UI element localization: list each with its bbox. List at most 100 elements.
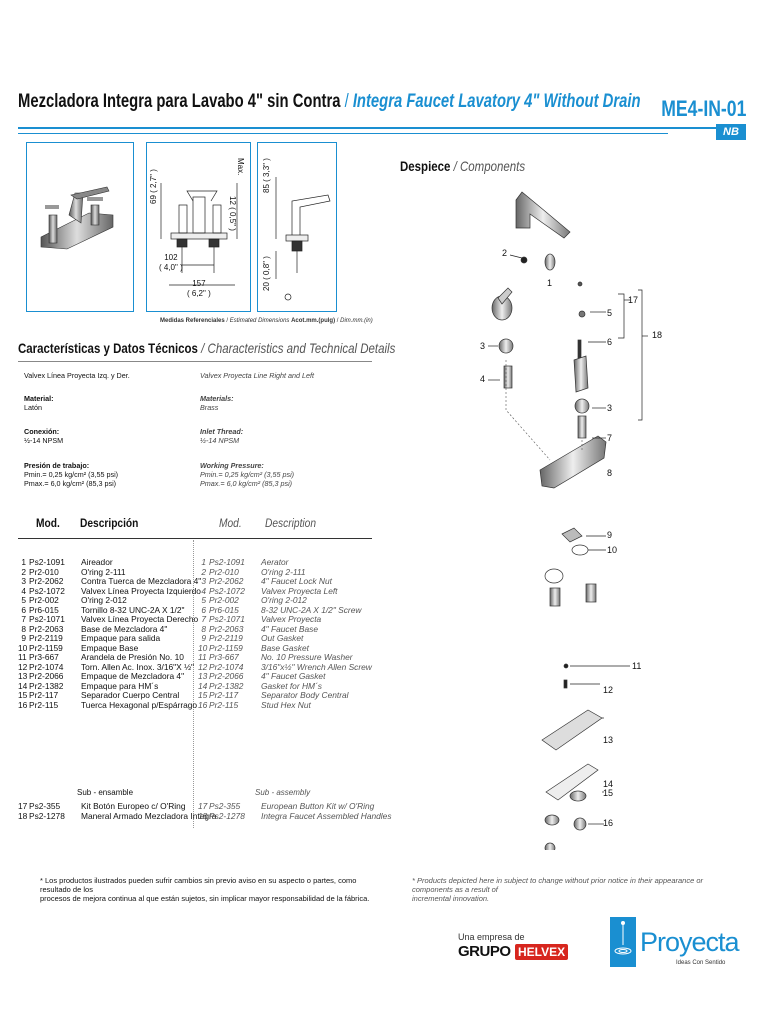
pressure-min-en: Pmin.= 0,25 kg/cm² (3,55 psi) <box>200 470 295 479</box>
part-model: Ps2-1071 <box>209 614 245 624</box>
front-view-box: 69 ( 2,7" ) Max. 12 ( 0,5" ) 102 ( 4,0" … <box>146 142 251 312</box>
part-description: Gasket for HM´s <box>261 680 322 691</box>
part-number: 3 <box>21 576 26 586</box>
part-description: Empaque para salida <box>81 633 161 643</box>
part-model: Pr3-667 <box>209 652 239 662</box>
dim-max-label: Max. <box>236 158 245 176</box>
part-number: 12 <box>18 661 28 672</box>
title-separator: / <box>340 91 353 112</box>
part-model: Ps2-1072 <box>209 585 245 596</box>
callout-3a: 3 <box>480 341 486 351</box>
dim-units-en: Dim.mm.(in) <box>340 318 373 324</box>
part-model: Ps2-1278 <box>209 810 245 821</box>
valve-right <box>577 415 587 439</box>
line-es: Valvex Línea Proyecta Izq. y Der. <box>24 371 130 380</box>
callout-6: 6 <box>607 337 613 347</box>
brand-tag: Una empresa de <box>458 932 525 942</box>
dim-handle-in: ( 0,5" ) <box>228 207 237 231</box>
part-model: Pr3-667 <box>29 652 59 662</box>
part-model: Ps2-1091 <box>209 557 245 567</box>
side-view-box: 85 ( 3,3" ) 20 ( 0,8" ) <box>257 142 337 312</box>
part-model: Pr2-2063 <box>29 623 64 634</box>
part-description: Base de Mezcladora 4" <box>81 623 168 634</box>
callout-13: 13 <box>603 735 614 745</box>
callout-11: 11 <box>632 661 642 671</box>
part-description: 4" Faucet Lock Nut <box>261 576 332 586</box>
part-number: 12 <box>198 661 208 672</box>
connection-label-en: Inlet Thread: <box>200 427 244 436</box>
handle-right <box>573 355 589 393</box>
part-description: Aerator <box>261 557 289 567</box>
spout-part <box>515 191 571 239</box>
callout-5: 5 <box>607 308 613 318</box>
part-number: 5 <box>201 595 206 605</box>
brand-grupo: GRUPO <box>458 943 511 960</box>
part-number: 6 <box>201 604 206 615</box>
title-en: Integra Faucet Lavatory 4" Without Drain <box>352 91 641 112</box>
part-model: Pr2-2062 <box>29 576 64 586</box>
part-number: 14 <box>198 680 208 691</box>
part-model: Pr2-1159 <box>29 642 63 653</box>
callout-8: 8 <box>607 468 613 478</box>
part-description: 8-32 UNC-2A X 1/2" Screw <box>261 604 362 615</box>
dim-handle-mm: 12 <box>228 196 237 205</box>
part-description: Separador Cuerpo Central <box>81 690 180 700</box>
part-number: 1 <box>201 557 206 567</box>
subassembly-en: Sub - assembly <box>255 788 311 797</box>
part-model: Pr2-1382 <box>29 680 64 691</box>
material-es: Latón <box>24 403 42 412</box>
part-model: Ps2-355 <box>29 801 61 811</box>
part-model: Pr2-2063 <box>209 623 244 634</box>
part-model: Pr2-2062 <box>209 576 244 586</box>
part-description: 3/16"x½" Wrench Allen Screw <box>261 661 372 672</box>
part-description: 4" Faucet Gasket <box>261 671 326 681</box>
part-model: Ps2-1071 <box>29 614 65 624</box>
faucet-photo <box>40 186 114 250</box>
aerator-part <box>544 253 556 271</box>
material-label-es: Material: <box>24 394 54 403</box>
pressure-max-en: Pmax.= 6,0 kg/cm² (85,3 psi) <box>200 479 293 488</box>
header-rule <box>18 127 718 129</box>
part-description: 4" Faucet Base <box>261 623 318 634</box>
disclaimer-es: * Los productos ilustrados pueden sufrir… <box>40 876 370 903</box>
disclaimer-es-line2: procesos de mejora continua al que están… <box>40 894 370 903</box>
page-title: Mezcladora Integra para Lavabo 4" sin Co… <box>18 91 641 113</box>
callout-7: 7 <box>607 433 613 443</box>
part-number: 11 <box>18 652 27 662</box>
pressure-min-es: Pmin.= 0,25 kg/cm² (3,55 psi) <box>24 470 119 479</box>
part-number: 2 <box>21 566 26 577</box>
part-number: 7 <box>201 614 206 624</box>
dim-note-en: Estimated Dimensions <box>229 318 290 324</box>
callout-15: 15 <box>603 788 614 798</box>
part-number: 18 <box>18 810 28 821</box>
part-model: Pr2-117 <box>29 690 59 700</box>
characteristics-title-es: Características y Datos Técnicos <box>18 340 198 356</box>
connection-es: ½-14 NPSM <box>24 436 64 445</box>
part-model: Pr2-1159 <box>209 642 243 653</box>
connection-label-es: Conexión: <box>24 427 60 436</box>
part-model: Pr2-010 <box>209 566 239 577</box>
part-model: Pr2-002 <box>29 595 59 605</box>
part-number: 9 <box>201 633 206 643</box>
callout-14: 14 <box>603 779 614 789</box>
subassembly-es: Sub - ensamble <box>77 788 134 797</box>
callout-17: 17 <box>628 295 639 305</box>
